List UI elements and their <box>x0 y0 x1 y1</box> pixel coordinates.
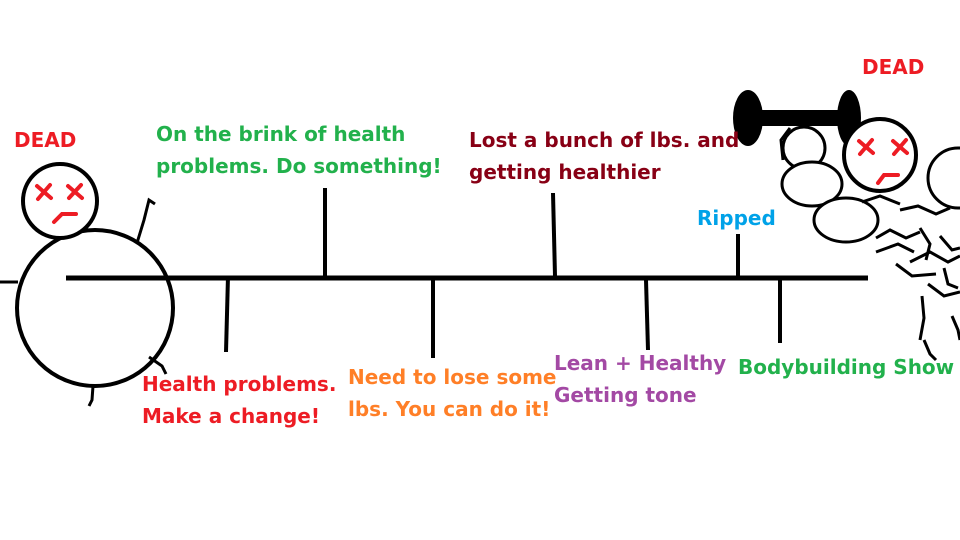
left-figure-face <box>35 183 84 224</box>
tick-lost-lbs <box>551 192 557 277</box>
left-figure-head <box>21 162 99 240</box>
tick-lean <box>644 279 650 351</box>
left-figure-status: DEAD <box>14 128 77 152</box>
right-figure-status: DEAD <box>862 55 925 79</box>
dumbbell-bar <box>758 110 842 126</box>
tick-health-problems <box>224 275 230 353</box>
label-bodybuilding: Bodybuilding Show <box>738 355 955 379</box>
right-figure-muscle-lines <box>779 127 960 362</box>
left-figure-arm-right <box>135 197 156 244</box>
right-figure-bicep-upper <box>780 160 844 208</box>
label-ripped: Ripped <box>697 206 776 230</box>
right-figure-shoulder <box>926 146 960 210</box>
left-figure-leg-left <box>87 385 95 407</box>
left-figure-body <box>15 228 175 388</box>
label-health-problems: Health problems.Make a change! <box>142 372 337 428</box>
left-figure <box>0 162 175 407</box>
dumbbell-plate-left <box>733 90 763 146</box>
right-figure <box>733 90 960 362</box>
right-figure-bicep-lower <box>812 196 880 244</box>
left-figure-leg-right <box>148 355 168 375</box>
right-figure-face <box>857 138 909 185</box>
